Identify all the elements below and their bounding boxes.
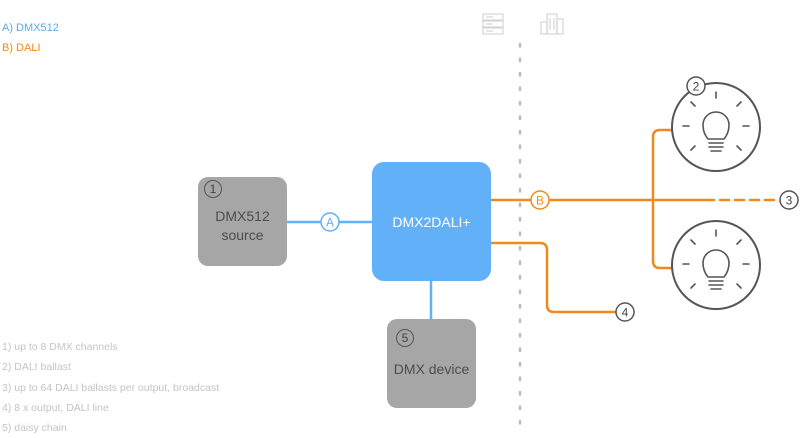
badge-3-label: 3: [786, 194, 793, 208]
badge-a-circle: [320, 212, 340, 232]
badge-a-label: A: [326, 216, 334, 230]
source-line1: DMX512: [215, 207, 270, 224]
legend-dmx512: A) DMX512: [2, 22, 59, 34]
device-label: DMX device: [393, 360, 470, 377]
note-item: 4) 8 x output, DALI line: [2, 401, 109, 414]
badge-2-label: 2: [693, 80, 700, 94]
source-line2: source: [221, 226, 264, 243]
note-item: 3) up to 64 DALI ballasts per output, br…: [2, 381, 220, 394]
lightbulb-icon: [671, 220, 761, 310]
badge-4-circle: [615, 302, 635, 322]
dali-line-output: [489, 241, 617, 314]
main-label: DMX2DALI+: [392, 213, 471, 230]
building-icon: [540, 13, 564, 35]
badge-b-circle: [530, 190, 550, 210]
note-item: 2) DALI ballast: [2, 361, 71, 374]
badge-3-circle: [779, 190, 799, 210]
lightbulb-icon: [671, 82, 761, 172]
legend-dali: B) DALI: [2, 42, 41, 54]
note-item: 1) up to 8 DMX channels: [2, 341, 118, 353]
badge-5: 5: [396, 329, 414, 347]
notes-list: 1) up to 8 DMX channels 2) DALI ballast …: [2, 337, 219, 438]
badge-b-label: B: [536, 194, 544, 208]
server-icon: [482, 13, 504, 35]
dali-line-ballasts: [651, 128, 678, 270]
badge-2-circle: [686, 76, 706, 96]
badge-4-label: 4: [622, 306, 629, 320]
note-item: 5) daisy chain: [2, 422, 67, 435]
badge-1: 1: [204, 180, 222, 198]
dmx2dali-box: DMX2DALI+: [372, 162, 491, 281]
